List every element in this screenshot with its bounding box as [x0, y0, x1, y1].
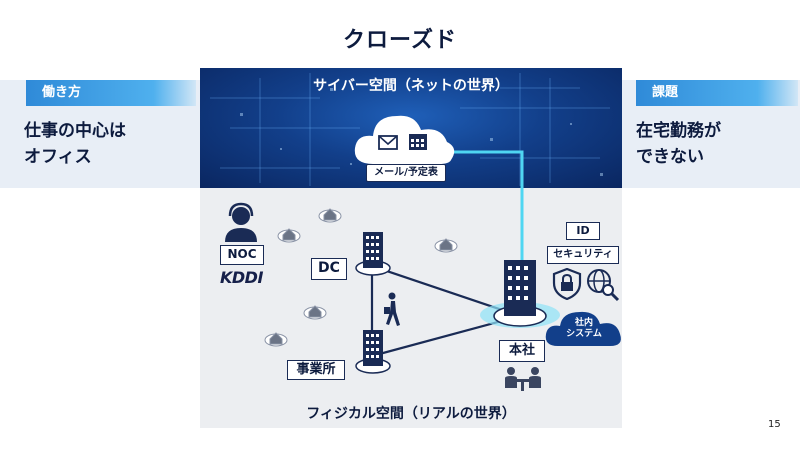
- house-icon: [264, 332, 288, 347]
- slide-title: クローズド: [343, 28, 457, 53]
- branch-office-building-icon: [355, 330, 391, 374]
- house-icon: [303, 305, 327, 320]
- headquarters-label: 本社: [499, 340, 545, 362]
- issue-line-2: できない: [636, 147, 704, 167]
- issue-text: 在宅勤務が できない: [636, 118, 721, 170]
- work-style-tag: 働き方: [26, 80, 196, 106]
- page-number: 15: [768, 419, 781, 430]
- internal-system-line-2: システム: [566, 329, 602, 339]
- branch-office-label: 事業所: [287, 360, 345, 380]
- work-style-line-2: オフィス: [24, 147, 92, 167]
- headquarters-building-icon: [493, 260, 547, 327]
- shield-lock-icon: [552, 268, 582, 300]
- house-icon: [434, 238, 458, 253]
- cyber-space-label: サイバー空間（ネットの世界）: [313, 78, 509, 94]
- operator-headset-icon: [225, 202, 257, 242]
- globe-search-icon: [587, 269, 620, 302]
- dc-building-icon: [355, 232, 391, 276]
- meeting-people-icon: [505, 367, 541, 391]
- cloud-icon: [354, 115, 455, 164]
- mail-calendar-label: メール/予定表: [366, 164, 446, 182]
- work-style-line-1: 仕事の中心は: [24, 121, 126, 141]
- internal-system-label: 社内 システム: [563, 318, 605, 340]
- work-style-text: 仕事の中心は オフィス: [24, 118, 126, 170]
- mail-icon: [378, 135, 398, 150]
- office-triangle-links: [370, 264, 524, 358]
- internal-system-line-1: 社内: [574, 318, 593, 328]
- noc-label: NOC: [220, 245, 264, 265]
- house-icon: [318, 208, 342, 223]
- house-icon: [277, 228, 301, 243]
- cyber-texture: [210, 73, 610, 186]
- dc-label: DC: [311, 258, 347, 280]
- security-label: セキュリティ: [547, 246, 619, 264]
- internal-system-cloud-icon: [545, 311, 621, 346]
- issue-tag: 課題: [636, 80, 798, 106]
- issue-line-1: 在宅勤務が: [636, 121, 721, 141]
- walking-person-icon: [384, 292, 400, 326]
- calendar-icon: [409, 134, 427, 150]
- cloud-to-honsha-link: [446, 150, 524, 272]
- kddi-logo: KDDI: [220, 268, 263, 287]
- physical-space-label: フィジカル空間（リアルの世界）: [306, 406, 516, 422]
- id-label: ID: [566, 222, 600, 240]
